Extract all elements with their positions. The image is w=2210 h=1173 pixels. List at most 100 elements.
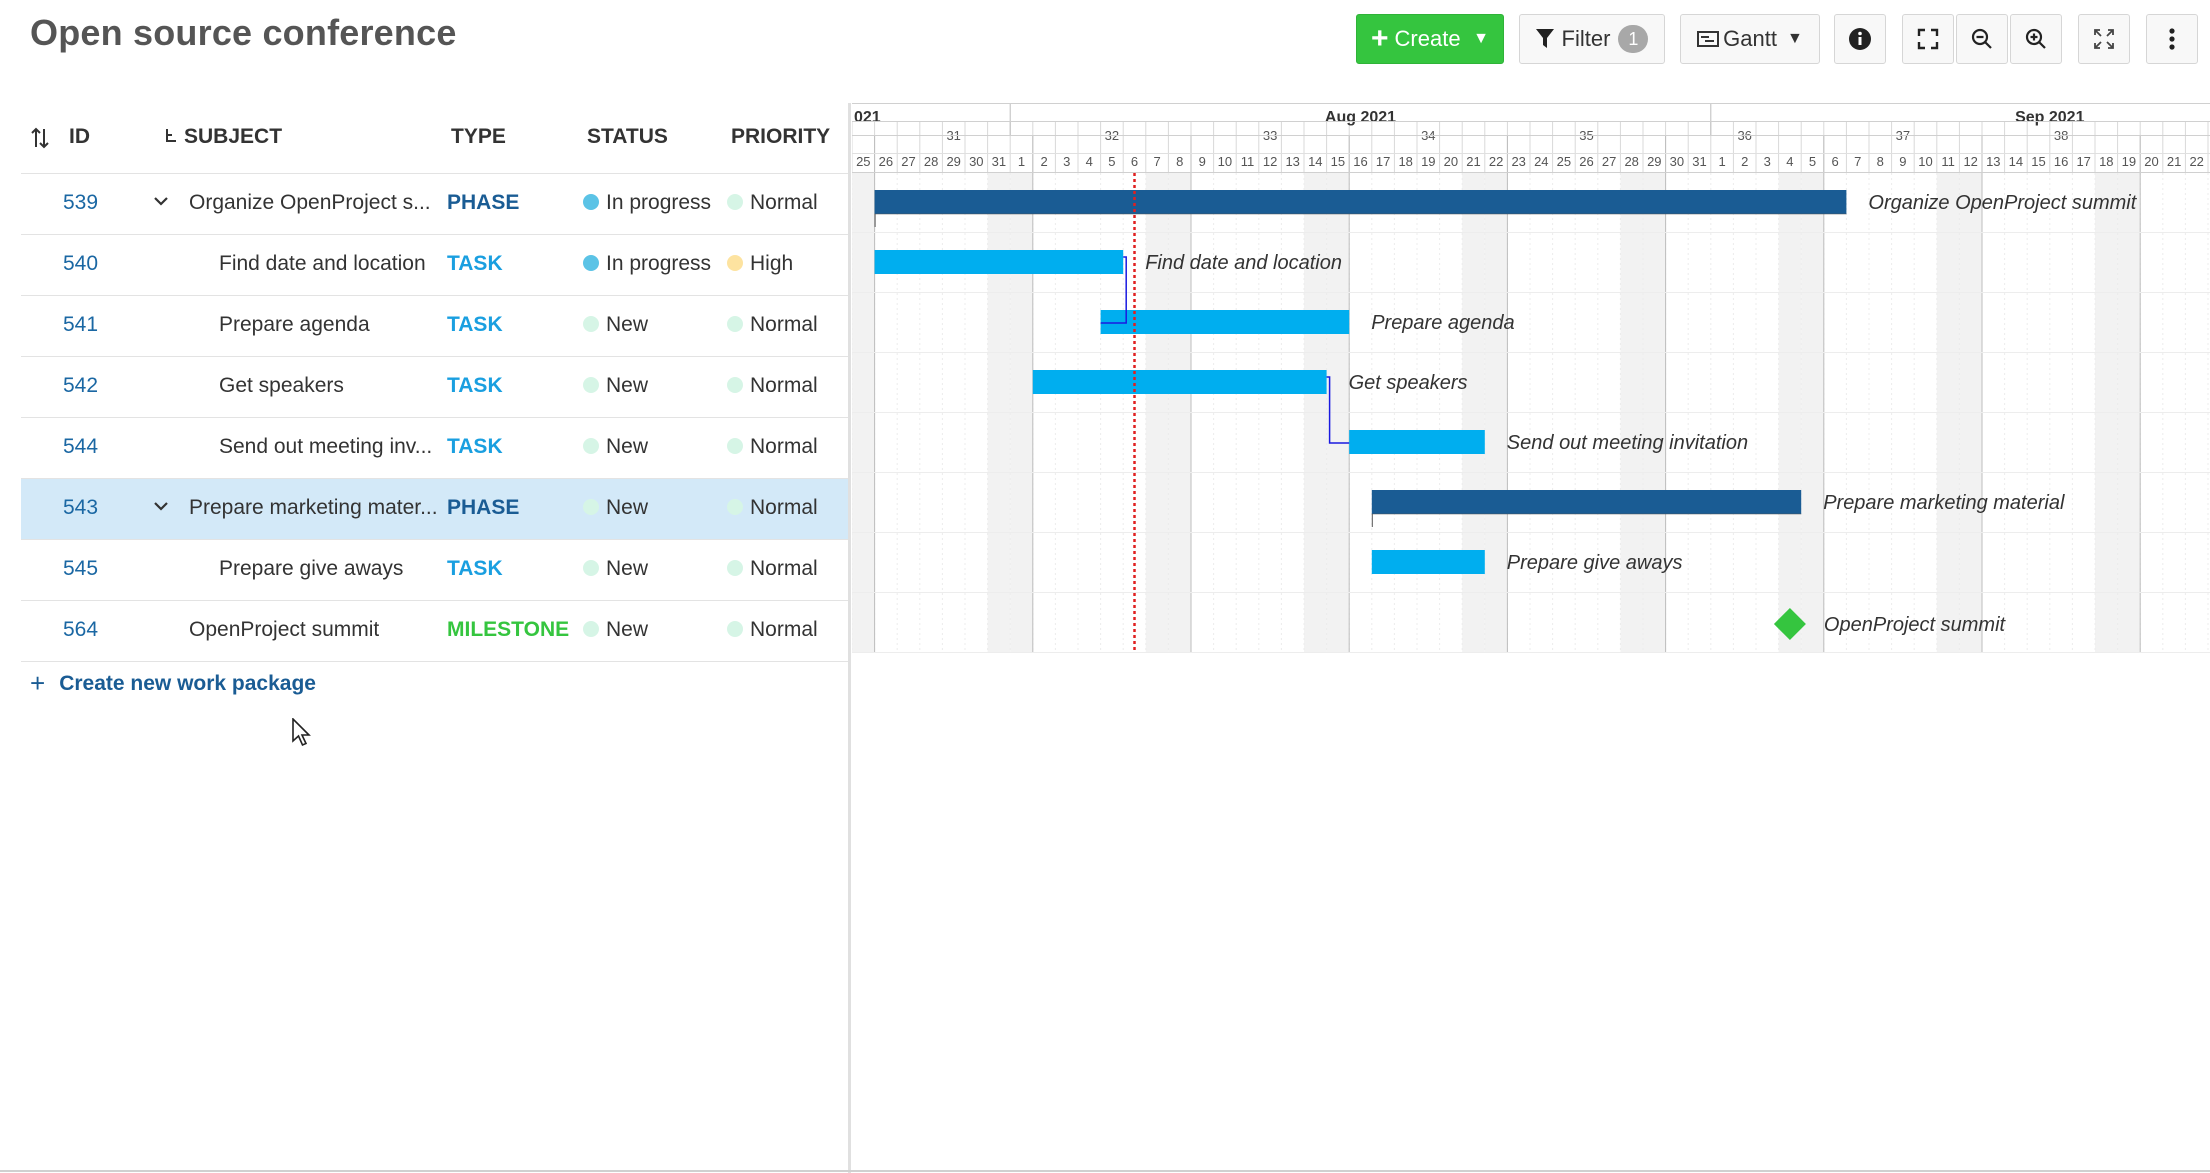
day-label: 15 [1331,154,1345,169]
status-cell[interactable]: In progress [583,191,711,215]
task-bar [1032,370,1327,394]
chevron-down-icon[interactable] [153,194,169,212]
filter-button[interactable]: Filter 1 [1519,14,1665,64]
type-cell[interactable]: PHASE [447,191,520,214]
subject-cell[interactable]: Prepare give aways [219,557,404,580]
details-button[interactable] [1834,14,1886,64]
table-row[interactable]: 564 OpenProject summit MILESTONE New Normal [21,601,848,662]
work-package-id-link[interactable]: 540 [63,252,99,275]
zoom-auto-button[interactable] [2078,14,2130,64]
work-package-id-link[interactable]: 544 [63,435,99,458]
subject-cell[interactable]: Prepare agenda [219,313,370,336]
day-label: 27 [901,154,915,169]
status-cell[interactable]: New [583,618,648,642]
day-label: 15 [2031,154,2045,169]
phase-bar [1371,490,1802,514]
task-bar [1349,430,1485,454]
status-label: New [606,557,649,580]
priority-cell[interactable]: Normal [727,313,818,337]
table-row[interactable]: 543 Prepare marketing mater... PHASE New Nor… [21,479,848,540]
hierarchy-icon[interactable] [164,129,178,149]
work-package-id-link[interactable]: 539 [63,191,99,214]
subject-cell[interactable]: Find date and location [219,252,426,275]
day-label: 30 [969,154,983,169]
subject-cell[interactable]: Prepare marketing mater... [189,496,438,519]
priority-label: Normal [750,374,818,397]
column-header-priority[interactable]: PRIORITY [731,125,831,148]
priority-cell[interactable]: Normal [727,435,818,459]
day-label: 23 [1511,154,1525,169]
subject-cell[interactable]: Get speakers [219,374,344,397]
gantt-label: Gantt [1723,26,1777,51]
create-button[interactable]: + Create ▼ [1356,14,1504,64]
work-package-id-link[interactable]: 541 [63,313,99,336]
status-cell[interactable]: New [583,496,648,520]
priority-cell[interactable]: Normal [727,374,818,398]
type-cell[interactable]: TASK [447,374,503,397]
day-label: 6 [1131,154,1138,169]
work-package-id-link[interactable]: 564 [63,618,99,641]
column-header-type[interactable]: TYPE [451,125,506,148]
status-cell[interactable]: New [583,374,648,398]
priority-cell[interactable]: High [727,252,793,276]
bar-label: Find date and location [1145,252,1342,274]
work-package-id-link[interactable]: 543 [63,496,99,519]
column-header-id[interactable]: ID [69,125,90,148]
day-label: 30 [1670,154,1684,169]
status-cell[interactable]: New [583,557,648,581]
day-label: 28 [924,154,938,169]
day-label: 24 [1534,154,1548,169]
work-package-id-link[interactable]: 542 [63,374,99,397]
day-label: 17 [1376,154,1390,169]
table-row[interactable]: 545 Prepare give aways TASK New Normal [21,540,848,601]
status-label: New [606,618,649,641]
day-label: 29 [1647,154,1661,169]
gantt-view-button[interactable]: Gantt ▼ [1680,14,1820,64]
table-gantt-splitter[interactable] [848,103,851,1173]
table-header: ID SUBJECT TYPE STATUS PRIORITY [21,103,848,174]
more-menu-button[interactable] [2146,14,2198,64]
priority-dot [727,316,743,332]
status-label: New [606,496,649,519]
fullscreen-button[interactable] [1902,14,1954,64]
plus-icon: + [1371,22,1389,55]
day-label: 12 [1963,154,1977,169]
subject-cell[interactable]: Send out meeting inv... [219,435,433,458]
create-new-work-package-link[interactable]: +Create new work package [30,668,316,699]
table-row[interactable]: 539 Organize OpenProject s... PHASE In prog… [21,174,848,235]
type-cell[interactable]: TASK [447,557,503,580]
sort-icon[interactable] [31,127,49,149]
subject-cell[interactable]: Organize OpenProject s... [189,191,431,214]
priority-dot [727,560,743,576]
type-cell[interactable]: PHASE [447,496,520,519]
type-cell[interactable]: MILESTONE [447,618,570,641]
table-row[interactable]: 540 Find date and location TASK In progress… [21,235,848,296]
status-label: In progress [606,252,712,275]
type-cell[interactable]: TASK [447,313,503,336]
day-label: 14 [1308,154,1322,169]
status-cell[interactable]: In progress [583,252,711,276]
column-header-status[interactable]: STATUS [587,125,668,148]
work-package-id-link[interactable]: 545 [63,557,99,580]
column-header-subject[interactable]: SUBJECT [184,125,283,148]
day-label: 13 [1986,154,2000,169]
subject-cell[interactable]: OpenProject summit [189,618,380,641]
chevron-down-icon[interactable] [153,499,169,517]
day-label: 5 [1108,154,1115,169]
zoom-out-button[interactable] [1956,14,2008,64]
day-label: 29 [946,154,960,169]
priority-cell[interactable]: Normal [727,557,818,581]
zoom-in-button[interactable] [2010,14,2062,64]
status-cell[interactable]: New [583,435,648,459]
priority-cell[interactable]: Normal [727,618,818,642]
bar-label: Prepare give aways [1507,552,1683,574]
type-cell[interactable]: TASK [447,252,503,275]
priority-cell[interactable]: Normal [727,191,818,215]
status-cell[interactable]: New [583,313,648,337]
table-row[interactable]: 541 Prepare agenda TASK New Normal [21,296,848,357]
priority-cell[interactable]: Normal [727,496,818,520]
type-cell[interactable]: TASK [447,435,503,458]
table-row[interactable]: 542 Get speakers TASK New Normal [21,357,848,418]
table-row[interactable]: 544 Send out meeting inv... TASK New Normal [21,418,848,479]
